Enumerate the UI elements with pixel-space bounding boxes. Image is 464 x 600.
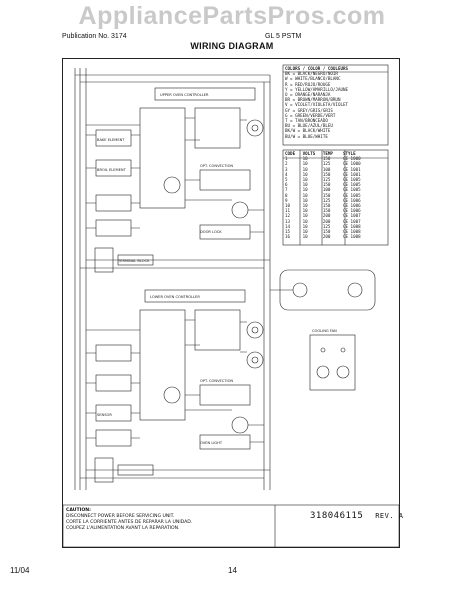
color-entry: GY = GREY/GRIS/GRIS [285,107,333,113]
sensor-label: SENSOR [97,413,112,417]
color-entry: BK = BLACK/NEGRO/NOIR [285,71,338,77]
revision: REV. A [375,512,404,520]
door-lock-label: DOOR LOCK [200,230,222,234]
footer-date: 11/04 [10,566,30,575]
diagram-sheet [62,58,400,548]
table-row: 3 10 100 CE 1001 [285,166,369,172]
table-row: 12 10 200 CE 1007 [285,213,369,219]
publication-label: Publication No. 3174 [62,33,127,40]
model-code: GL 5 PSTM [265,33,302,40]
table-row: 10 10 150 CE 1006 [285,203,369,209]
table-row: 16 10 200 CE 1008 [285,234,369,240]
caution-line-2: CORTE LA CORRIENTE ANTES DE REPARAR LA U… [66,520,193,525]
cooling-fan-label: COOLING FAN [312,329,337,333]
table-row: 5 10 125 CE 1005 [285,177,369,183]
color-entry: BK/W = BLACK/WHITE [285,128,331,134]
table-row: 14 10 125 CE 1008 [285,223,369,229]
broil-element-label: BROIL ELEMENT [97,168,127,172]
table-row: 2 10 125 CE 1000 [285,161,369,167]
color-entry: O = ORANGE/NARANJA [285,92,331,98]
footer-page-number: 14 [228,566,237,575]
color-entry: Y = YELLOW/AMARILLO/JAUNE [285,86,349,92]
style-table-header: CODE VOLTS TEMP STYLE [285,151,369,156]
table-row: 13 10 200 CE 1007 [285,218,369,224]
table-row: 4 10 150 CE 1001 [285,171,369,177]
table-row: 7 10 100 CE 1005 [285,187,369,193]
color-entry: BU = BLUE/AZUL/BLEU [285,123,333,129]
oven-light-label: OVEN LIGHT [200,441,223,445]
part-number-value: 318046115 [310,511,364,521]
colors-legend: COLORS / COLOR / COULEURS BK = BLACK/NEG… [285,66,387,139]
lower-controller-label: LOWER OVEN CONTROLLER [150,295,200,299]
color-entry: R = RED/ROJO/ROUGE [285,81,331,87]
table-row: 8 10 150 CE 1005 [285,192,369,198]
caution-label: CAUTION: [66,508,91,513]
terminal-block-label: TERMINAL BLOCK [117,259,150,263]
color-entry: BU/W = BLUE/WHITE [285,133,328,139]
table-row: 15 10 150 CE 1008 [285,229,369,235]
lower-convection-label: OPT. CONVECTION [200,379,233,383]
style-table-body: 1 10 150 CE 1000 2 10 125 CE 1000 3 10 1… [285,156,387,239]
upper-controller-label: UPPER OVEN CONTROLLER [160,93,209,97]
part-number: 318046115 REV. A [310,511,404,521]
colors-legend-heading: COLORS / COLOR / COULEURS [285,66,349,71]
style-table: CODE VOLTS TEMP STYLE 1 10 150 CE 1000 2… [285,151,387,239]
caution-line-3: COUPEZ L'ALIMENTATION AVANT LA REPARATIO… [66,526,180,531]
diagram-title: WIRING DIAGRAM [190,41,274,51]
color-entry: T = TAN/BRONCEADO [285,118,328,124]
table-row: 1 10 150 CE 1000 [285,156,369,162]
watermark: AppliancePartsPros.com [78,2,386,30]
caution-notice: CAUTION: DISCONNECT POWER BEFORE SERVICI… [66,508,266,532]
table-row: 6 10 150 CE 1005 [285,182,369,188]
table-row: 11 10 150 CE 1006 [285,208,369,214]
color-entry: V = VIOLET/VIOLETA/VIOLET [285,102,349,108]
upper-convection-label: OPT. CONVECTION [200,164,233,168]
color-entry: BR = BROWN/MARRON/BRUN [285,97,341,103]
color-entry: G = GREEN/VERDE/VERT [285,112,336,118]
caution-line-1: DISCONNECT POWER BEFORE SERVICING UNIT. [66,514,175,519]
table-row: 9 10 125 CE 1006 [285,197,369,203]
color-entry: W = WHITE/BLANCO/BLANC [285,76,341,82]
bake-element-label: BAKE ELEMENT [97,138,125,142]
